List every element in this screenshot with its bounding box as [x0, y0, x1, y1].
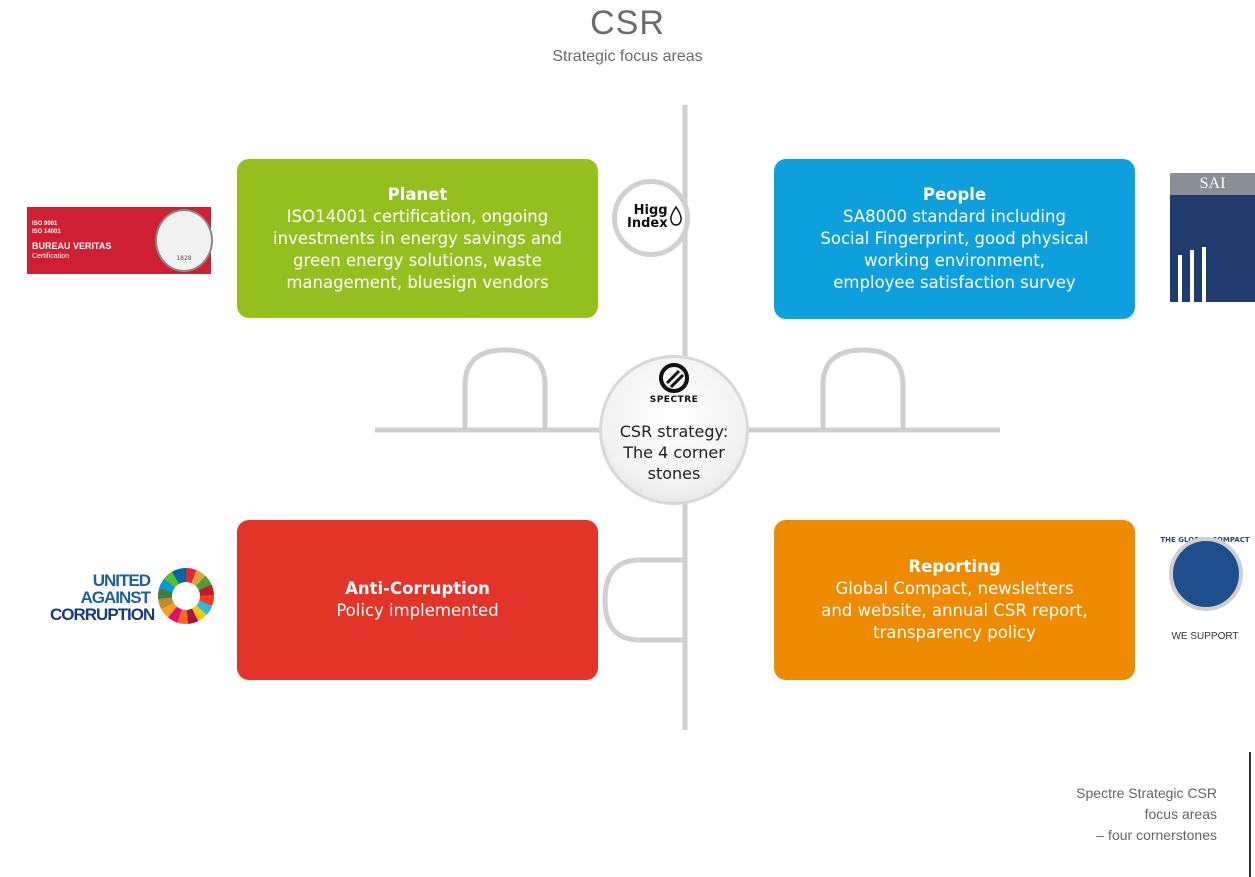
bv-name: BUREAU VERITAS	[32, 241, 112, 251]
uac-line: CORRUPTION	[50, 605, 155, 624]
caption-line: – four cornerstones	[1096, 827, 1217, 843]
higg-index-text: Higg Index	[627, 204, 668, 230]
gc-support-text: WE SUPPORT	[1171, 631, 1239, 642]
uac-line: UNITED	[92, 571, 151, 590]
caption-bar	[1249, 752, 1251, 877]
planet-text-line: ISO14001 certification, ongoing	[286, 206, 549, 226]
planet-title: Planet	[387, 184, 448, 204]
center-circle: SPECTRE CSR strategy: The 4 corner stone…	[599, 355, 749, 505]
higg-index-badge: Higg Index	[612, 179, 690, 257]
reporting-text-line: Global Compact, newsletters	[835, 579, 1074, 598]
bv-cert-lines: ISO 9001 ISO 14001	[32, 220, 61, 236]
sdg-wheel-icon	[158, 568, 214, 624]
sai-building-icon	[1170, 195, 1255, 302]
global-compact-logo: THE GLOBAL COMPACT WE SUPPORT	[1155, 533, 1255, 653]
planet-text-line: investments in energy savings and	[273, 228, 562, 248]
caption-line: focus areas	[1144, 806, 1217, 822]
people-text-line: SA8000 standard including	[843, 207, 1066, 226]
figure-caption: Spectre Strategic CSR focus areas – four…	[1076, 783, 1217, 846]
people-title: People	[922, 185, 987, 204]
uac-text: UNITED AGAINST CORRUPTION	[50, 571, 155, 623]
people-text-line: working environment,	[863, 251, 1046, 270]
bv-cert-line: ISO 9001	[32, 221, 58, 227]
anti-corruption-text-line: Policy implemented	[336, 601, 499, 620]
center-text-line: The 4 corner	[623, 443, 725, 462]
reporting-box: Reporting Global Compact, newsletters an…	[774, 520, 1135, 680]
spectre-brand: SPECTRE	[649, 395, 699, 405]
reporting-text-line: transparency policy	[873, 623, 1036, 642]
bv-cert-line: ISO 14001	[32, 229, 61, 235]
bv-seal-year: 1828	[176, 255, 192, 262]
drop-icon	[670, 206, 682, 226]
sai-text: SAI	[1170, 173, 1255, 195]
center-text: CSR strategy: The 4 corner stones	[599, 421, 749, 484]
center-text-line: stones	[647, 464, 701, 483]
planet-box: Planet ISO14001 certification, ongoing i…	[237, 159, 598, 318]
people-box: People SA8000 standard including Social …	[774, 159, 1135, 319]
page-title: CSR	[590, 4, 665, 42]
planet-text-line: management, bluesign vendors	[286, 272, 549, 292]
people-text-line: employee satisfaction survey	[833, 273, 1076, 292]
puzzle-knob-right	[820, 347, 906, 430]
people-text-line: Social Fingerprint, good physical	[820, 229, 1089, 248]
globe-icon	[1169, 537, 1243, 611]
anti-corruption-box: Anti-Corruption Policy implemented	[237, 520, 598, 680]
bureau-veritas-logo: ISO 9001 ISO 14001 BUREAU VERITAS Certif…	[27, 207, 213, 274]
higg-word: Higg	[633, 203, 668, 218]
reporting-text-line: and website, annual CSR report,	[821, 601, 1088, 620]
bv-sub: Certification	[32, 253, 69, 260]
spectre-logo-icon	[659, 363, 689, 393]
uac-line: AGAINST	[80, 588, 151, 607]
index-word: Index	[627, 216, 668, 231]
united-against-corruption-logo: UNITED AGAINST CORRUPTION	[36, 560, 226, 640]
planet-text-line: green energy solutions, waste	[293, 250, 542, 270]
page-subtitle: Strategic focus areas	[552, 48, 703, 65]
puzzle-knob-bottom	[602, 557, 685, 643]
caption-line: Spectre Strategic CSR	[1076, 785, 1217, 801]
anti-corruption-title: Anti-Corruption	[345, 579, 490, 598]
reporting-title: Reporting	[908, 557, 1001, 576]
sai-logo: SAI	[1170, 173, 1255, 302]
puzzle-knob-left	[462, 347, 548, 430]
bv-seal-icon: 1828	[155, 209, 213, 272]
center-text-line: CSR strategy:	[619, 422, 729, 441]
